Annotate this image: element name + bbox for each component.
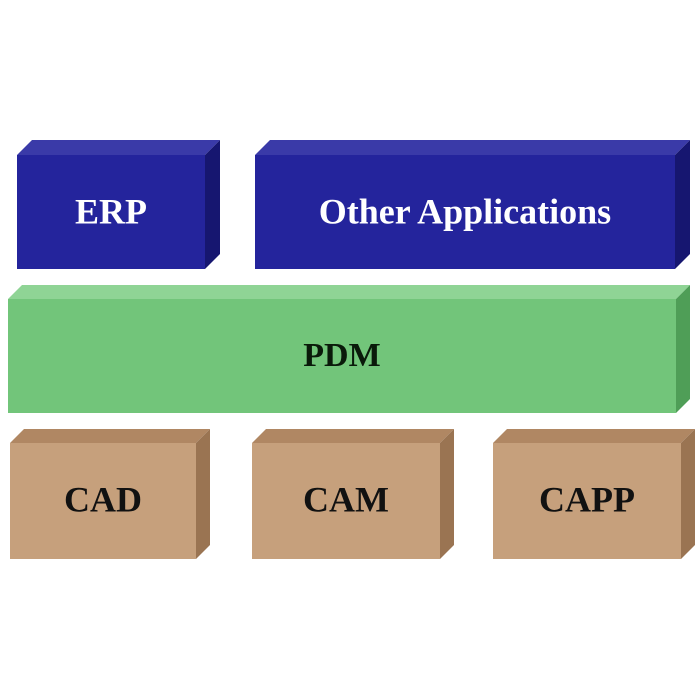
erp-block: ERP xyxy=(17,140,220,269)
cad-label: CAD xyxy=(64,479,142,519)
other-applications-block: Other Applications xyxy=(255,140,690,269)
pdm-block: PDM xyxy=(8,285,690,413)
capp-block-front-face xyxy=(493,443,681,559)
cam-block-top-face xyxy=(252,429,454,443)
pdm-label: PDM xyxy=(303,337,380,374)
erp-block-top-face xyxy=(17,140,220,155)
cam-block-side-face xyxy=(440,429,454,559)
cam-label: CAM xyxy=(303,479,389,519)
erp-label: ERP xyxy=(75,191,147,231)
pdm-block-side-face xyxy=(676,285,690,413)
other-applications-block-front-face xyxy=(255,155,675,269)
pdm-block-top-face xyxy=(8,285,690,299)
capp-block-side-face xyxy=(681,429,695,559)
other-applications-block-top-face xyxy=(255,140,690,155)
erp-block-side-face xyxy=(205,140,220,269)
capp-block: CAPP xyxy=(493,429,695,559)
capp-block-top-face xyxy=(493,429,695,443)
cad-block-side-face xyxy=(196,429,210,559)
cam-block-front-face xyxy=(252,443,440,559)
cad-block: CAD xyxy=(10,429,210,559)
erp-block-front-face xyxy=(17,155,205,269)
pdm-block-front-face xyxy=(8,299,676,413)
cad-block-top-face xyxy=(10,429,210,443)
cam-block: CAM xyxy=(252,429,454,559)
other-applications-block-side-face xyxy=(675,140,690,269)
cad-block-front-face xyxy=(10,443,196,559)
capp-label: CAPP xyxy=(539,479,635,519)
other-applications-label: Other Applications xyxy=(319,191,611,231)
